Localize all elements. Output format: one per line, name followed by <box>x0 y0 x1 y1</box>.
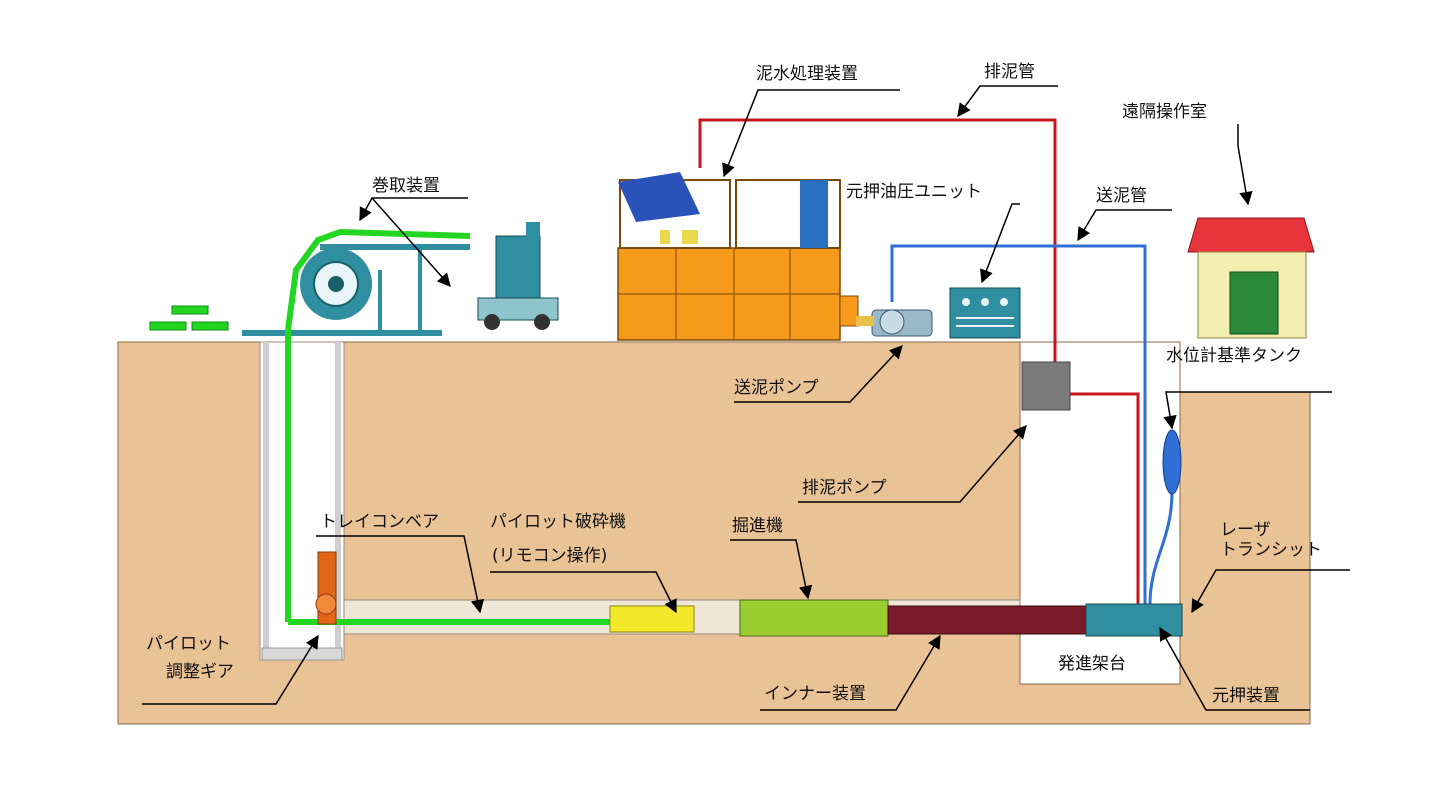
discharge-pipe <box>698 118 1140 606</box>
spare-trays <box>149 305 229 331</box>
water-level-tank <box>1162 429 1182 495</box>
pilot-crusher <box>609 605 695 633</box>
label-winder: 巻取装置 <box>372 176 440 196</box>
pilot-adjustment-gear <box>315 551 337 625</box>
inner-device <box>887 605 1089 635</box>
label-pilot-gear-1: パイロット <box>146 634 231 654</box>
label-pilot-gear-2: 調整ギア <box>166 662 234 682</box>
label-hydraulic-unit: 元押油圧ユニット <box>846 182 982 202</box>
remote-operation-room <box>1187 217 1315 339</box>
label-feed-pipe: 送泥管 <box>1096 186 1147 206</box>
feed-pipe <box>890 244 1174 606</box>
tray-conveyor <box>285 330 610 625</box>
feed-pump <box>856 309 933 337</box>
discharge-pump <box>1021 361 1071 411</box>
label-laser-transit: レーザ トランシット <box>1220 520 1322 560</box>
control-panel-machine <box>477 222 559 330</box>
label-water-tank: 水位計基準タンク <box>1166 346 1302 366</box>
winder <box>242 228 471 336</box>
label-inner-device: インナー装置 <box>764 684 866 704</box>
label-launch-frame: 発進架台 <box>1058 654 1126 674</box>
slurry-treatment-plant <box>617 172 859 341</box>
label-pilot-crusher-note: (リモコン操作) <box>492 546 608 566</box>
label-main-jack: 元押装置 <box>1212 686 1280 706</box>
label-tunneling-machine: 掘進機 <box>732 516 783 536</box>
label-tray-conveyor: トレイコンベア <box>320 512 439 532</box>
label-discharge-pump: 排泥ポンプ <box>802 478 887 498</box>
label-slurry-treatment: 泥水処理装置 <box>756 64 858 84</box>
label-feed-pump: 送泥ポンプ <box>734 378 819 398</box>
hydraulic-unit <box>949 287 1021 339</box>
label-pilot-crusher: パイロット破砕機 <box>490 512 626 532</box>
winder-conveyor <box>285 228 471 331</box>
label-discharge-pipe: 排泥管 <box>984 62 1035 82</box>
tunneling-machine <box>739 599 889 637</box>
label-remote-room: 遠隔操作室 <box>1122 102 1207 122</box>
launch-frame <box>1085 603 1183 637</box>
leader-lines <box>142 85 1350 711</box>
ground <box>117 341 1311 725</box>
